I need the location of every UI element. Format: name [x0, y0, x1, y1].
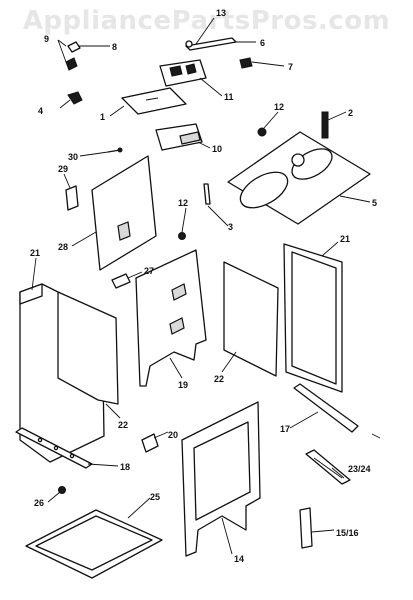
callout-2: 2 — [348, 108, 353, 118]
part-11-terminal-block[interactable] — [159, 59, 207, 87]
callout-11: 11 — [224, 92, 234, 102]
part-22-side-panel-left[interactable] — [57, 291, 119, 405]
callout-27: 27 — [144, 266, 154, 276]
callout-21-left: 21 — [30, 248, 40, 258]
callout-1: 1 — [100, 112, 105, 122]
part-6-bracket[interactable] — [185, 37, 237, 51]
callout-30: 30 — [68, 152, 78, 162]
part-2-post[interactable] — [321, 111, 329, 139]
callout-22-middle: 22 — [214, 374, 224, 384]
part-1-plate[interactable] — [121, 87, 187, 115]
callout-20: 20 — [168, 430, 178, 440]
part-5-cooktop[interactable] — [227, 131, 371, 225]
callout-5: 5 — [372, 198, 377, 208]
part-15-16-bracket[interactable] — [299, 507, 313, 549]
part-4-bracket[interactable] — [59, 91, 83, 109]
callout-3: 3 — [228, 222, 233, 232]
callout-26: 26 — [34, 498, 44, 508]
callout-10: 10 — [212, 144, 222, 154]
part-23-24-slide[interactable] — [305, 449, 351, 485]
part-28-back-panel[interactable] — [91, 155, 157, 271]
callout-4: 4 — [38, 106, 43, 116]
part-30-screw[interactable] — [107, 147, 123, 153]
callout-28: 28 — [58, 242, 68, 252]
callout-9: 9 — [44, 34, 49, 44]
part-29-bracket[interactable] — [65, 185, 79, 211]
part-12-grommet-top[interactable] — [257, 127, 267, 137]
callout-22-left: 22 — [118, 420, 128, 430]
part-19-rear-frame[interactable] — [135, 249, 207, 387]
part-26-foot[interactable] — [58, 486, 66, 494]
callout-8: 8 — [112, 42, 117, 52]
callout-7: 7 — [288, 62, 293, 72]
part-17-rail[interactable] — [293, 383, 359, 433]
callout-15-16: 15/16 — [336, 528, 359, 538]
part-21-side-panel-right[interactable] — [283, 243, 343, 393]
callout-25: 25 — [150, 492, 160, 502]
callout-21-right: 21 — [340, 234, 350, 244]
callout-29: 29 — [58, 164, 68, 174]
callout-12-low: 12 — [178, 198, 188, 208]
callout-23-24: 23/24 — [348, 464, 371, 474]
callout-17: 17 — [280, 424, 290, 434]
callout-6: 6 — [260, 38, 265, 48]
callout-19: 19 — [178, 380, 188, 390]
part-10-bracket[interactable] — [155, 123, 203, 151]
watermark: AppliancePartsPros.com — [22, 6, 391, 36]
part-20-bracket[interactable] — [141, 433, 159, 453]
part-7-clip[interactable] — [239, 57, 253, 69]
part-14-front-frame[interactable] — [181, 401, 261, 557]
callout-numbers: 13 6 7 9 8 4 11 1 10 2 12 5 3 30 12 29 2… — [30, 8, 377, 564]
callout-12-top: 12 — [274, 102, 284, 112]
part-3-spring[interactable] — [203, 183, 211, 205]
leader-lines — [31, 17, 381, 555]
part-22-side-panel-middle[interactable] — [223, 261, 279, 377]
part-8-9-clips[interactable] — [65, 41, 81, 71]
part-25-drawer[interactable] — [25, 509, 163, 579]
part-27-hinge[interactable] — [111, 273, 131, 289]
callout-18: 18 — [120, 462, 130, 472]
callout-14: 14 — [234, 554, 244, 564]
callout-13: 13 — [216, 8, 226, 18]
part-12-grommet-low[interactable] — [178, 232, 186, 240]
